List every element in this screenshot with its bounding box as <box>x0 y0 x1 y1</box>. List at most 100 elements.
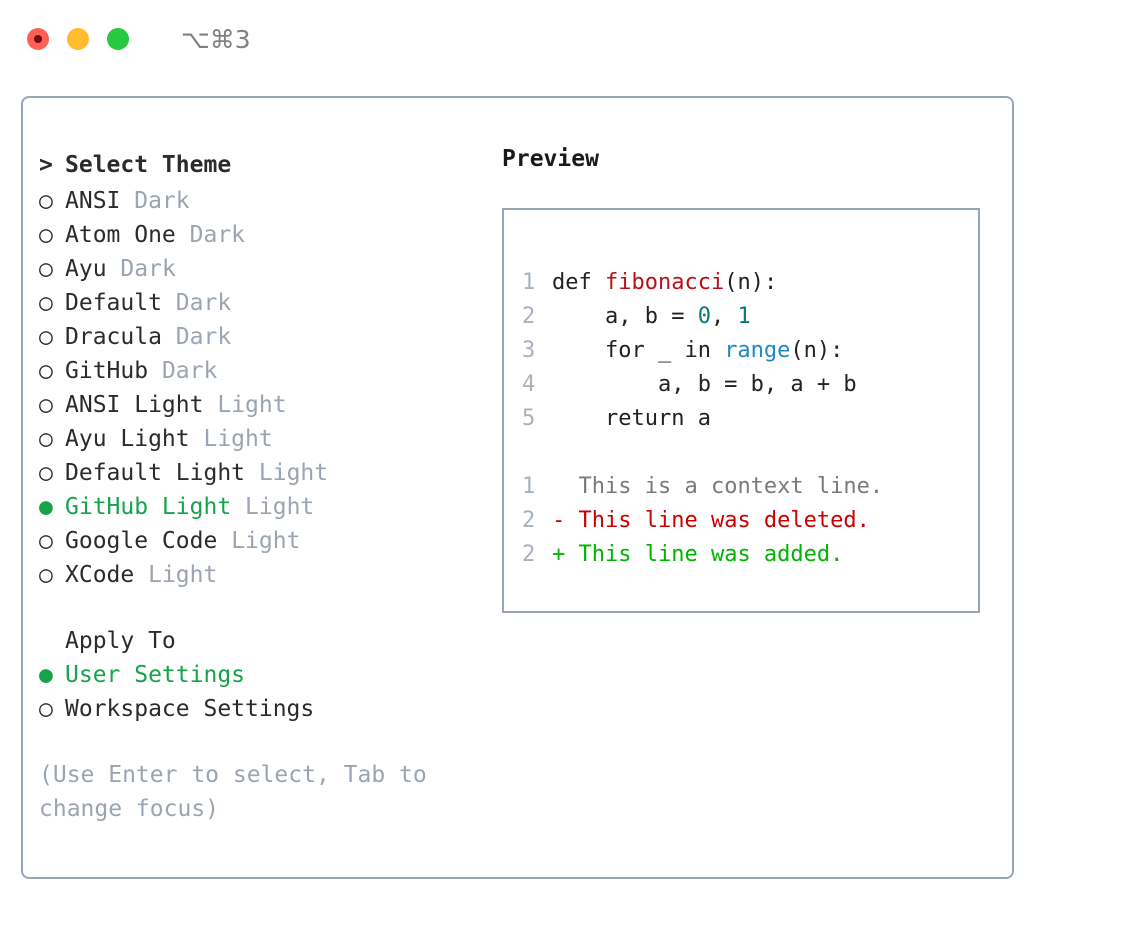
theme-option-variant: Light <box>203 426 273 452</box>
code-token: (n): <box>724 270 778 295</box>
theme-option-variant: Light <box>245 494 315 520</box>
theme-option-variant: Dark <box>175 324 232 350</box>
diff-marker: + <box>552 542 579 567</box>
theme-picker-header: > Select Theme <box>39 146 469 184</box>
code-token: (n): <box>790 338 844 363</box>
close-button-icon[interactable] <box>27 28 49 50</box>
title-bar: ⌥⌘3 <box>0 0 1140 78</box>
diff-line-context: 1 This is a context line. <box>522 470 978 504</box>
code-line: 1 def fibonacci(n): <box>522 266 978 300</box>
radio-icon-selected[interactable]: ● <box>39 662 53 688</box>
radio-icon[interactable]: ○ <box>39 696 53 722</box>
code-token-number: 0 <box>697 304 711 329</box>
radio-icon[interactable]: ○ <box>39 460 53 486</box>
preview-title: Preview <box>502 146 599 172</box>
code-line: 3 for _ in range(n): <box>522 334 978 368</box>
radio-icon[interactable]: ○ <box>39 256 53 282</box>
theme-option-label: ANSI <box>65 188 121 214</box>
theme-option-variant: Dark <box>134 188 190 214</box>
apply-to-option-workspace-settings[interactable]: ○ Workspace Settings <box>39 692 469 726</box>
code-token: return a <box>552 406 711 431</box>
theme-option-variant: Dark <box>161 358 218 384</box>
spacer-icon: ○ <box>39 624 65 658</box>
keyboard-shortcut-label: ⌥⌘3 <box>181 24 251 54</box>
hint-spacer <box>39 726 469 758</box>
code-line: 2 a, b = 0, 1 <box>522 300 978 334</box>
code-token: a, b = b, a + b <box>552 372 857 397</box>
code-line: 4 a, b = b, a + b <box>522 368 978 402</box>
radio-icon[interactable]: ○ <box>39 562 53 588</box>
radio-icon[interactable]: ○ <box>39 426 53 452</box>
radio-icon[interactable]: ○ <box>39 188 53 214</box>
theme-option-variant: Light <box>148 562 218 588</box>
line-number: 4 <box>522 372 536 397</box>
line-number: 2 <box>522 542 536 567</box>
line-number: 2 <box>522 304 536 329</box>
theme-option-label: Dracula <box>65 324 162 350</box>
theme-option-variant: Light <box>231 528 301 554</box>
line-number: 3 <box>522 338 536 363</box>
apply-to-option-label: Workspace Settings <box>65 696 315 722</box>
line-number: 1 <box>522 270 536 295</box>
code-line: 5 return a <box>522 402 978 436</box>
theme-option-github-light[interactable]: ● GitHub Light Light <box>39 490 469 524</box>
radio-icon[interactable]: ○ <box>39 324 53 350</box>
code-token-number: 1 <box>737 304 751 329</box>
theme-option-default-dark[interactable]: ○ Default Dark <box>39 286 469 320</box>
line-number: 1 <box>522 474 536 499</box>
radio-icon-selected[interactable]: ● <box>39 494 53 520</box>
theme-option-ayu-light[interactable]: ○ Ayu Light Light <box>39 422 469 456</box>
radio-icon[interactable]: ○ <box>39 528 53 554</box>
theme-option-label: GitHub <box>65 358 149 384</box>
prompt-marker-icon: > <box>39 152 53 178</box>
radio-icon[interactable]: ○ <box>39 358 53 384</box>
theme-option-label: Atom One <box>65 222 176 248</box>
theme-option-label: GitHub Light <box>65 494 232 520</box>
theme-option-dracula-dark[interactable]: ○ Dracula Dark <box>39 320 469 354</box>
diff-text: This is a context line. <box>578 474 884 499</box>
apply-to-heading-row: ○Apply To <box>39 624 469 658</box>
theme-option-label: Default <box>65 290 162 316</box>
apply-to-option-user-settings[interactable]: ● User Settings <box>39 658 469 692</box>
keyboard-hint-text: (Use Enter to select, Tab to change focu… <box>39 762 427 822</box>
code-token-builtin: range <box>724 338 791 363</box>
theme-option-ansi-light[interactable]: ○ANSI Light Light <box>39 388 469 422</box>
main-panel: >Select Theme ○ANSI Dark ○Atom One Dark … <box>21 96 1014 879</box>
section-spacer <box>39 592 469 624</box>
code-token: def <box>552 270 605 295</box>
theme-option-variant: Dark <box>175 290 232 316</box>
apply-to-option-label: User Settings <box>65 662 246 688</box>
theme-option-variant: Dark <box>189 222 246 248</box>
diff-marker <box>552 470 579 504</box>
code-token: for _ in <box>552 338 725 363</box>
theme-option-ayu-dark[interactable]: ○Ayu Dark <box>39 252 469 286</box>
minimize-button-icon[interactable] <box>67 28 89 50</box>
diff-spacer <box>522 436 978 470</box>
maximize-button-icon[interactable] <box>107 28 129 50</box>
diff-text: This line was deleted. <box>578 508 870 533</box>
radio-icon[interactable]: ○ <box>39 290 53 316</box>
diff-line-added: 2 + This line was added. <box>522 538 978 572</box>
theme-option-github-dark[interactable]: ○ GitHub Dark <box>39 354 469 388</box>
code-token: , <box>710 304 738 329</box>
theme-option-atom-one-dark[interactable]: ○ Atom One Dark <box>39 218 469 252</box>
radio-icon[interactable]: ○ <box>39 222 53 248</box>
theme-option-label: XCode <box>65 562 135 588</box>
traffic-lights <box>27 28 129 50</box>
theme-option-variant: Light <box>258 460 329 486</box>
radio-icon[interactable]: ○ <box>39 392 53 418</box>
code-token-function: fibonacci <box>604 270 725 295</box>
theme-option-google-code-light[interactable]: ○ Google Code Light <box>39 524 469 558</box>
theme-option-ansi-dark[interactable]: ○ ANSI Dark <box>39 184 469 218</box>
diff-text: This line was added. <box>578 542 844 567</box>
theme-option-default-light[interactable]: ○Default Light Light <box>39 456 469 490</box>
theme-option-label: Ayu Light <box>65 426 190 452</box>
diff-marker: - <box>552 508 579 533</box>
theme-option-label: Google Code <box>65 528 218 554</box>
theme-option-xcode-light[interactable]: ○ XCode Light <box>39 558 469 592</box>
line-number: 2 <box>522 508 536 533</box>
theme-picker-title: Select Theme <box>65 152 232 178</box>
